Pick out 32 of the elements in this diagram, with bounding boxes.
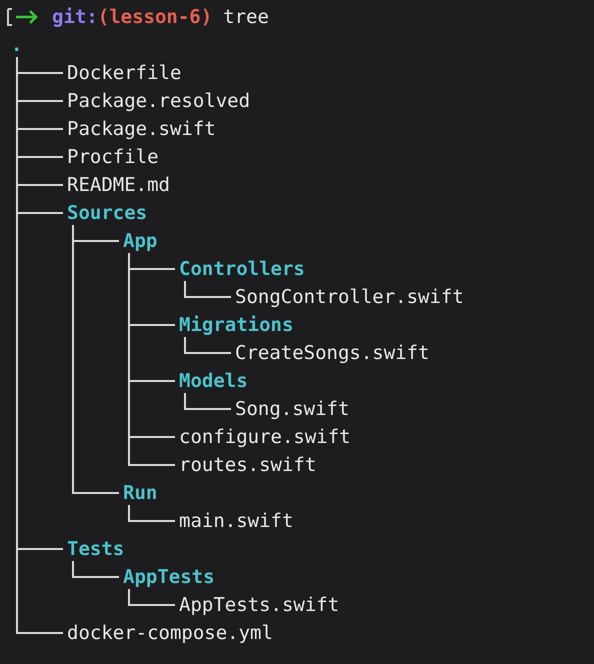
file-name: Song.swift [235, 397, 350, 421]
git-label: git: [52, 5, 98, 29]
tree-branch-line [72, 561, 119, 578]
command-text: tree [223, 5, 269, 29]
folder-name: AppTests [123, 565, 215, 589]
file-name: routes.swift [179, 453, 316, 477]
folder-name: Controllers [179, 257, 305, 281]
file-name: Package.resolved [67, 89, 250, 113]
file-name: Dockerfile [67, 61, 182, 85]
tree-branch-line [72, 225, 119, 494]
tree-branch-line [184, 281, 231, 298]
file-name: Package.swift [67, 117, 216, 141]
folder-name: Models [179, 369, 248, 393]
tree-branch-line [184, 337, 231, 354]
branch-name: (lesson-6) [98, 5, 212, 29]
root-dot: . [11, 33, 22, 57]
file-name: docker-compose.yml [67, 621, 273, 645]
file-name: SongController.swift [235, 285, 464, 309]
file-name: AppTests.swift [179, 593, 340, 617]
folder-name: Migrations [179, 313, 294, 337]
file-name: Procfile [67, 145, 159, 169]
folder-name: App [123, 229, 158, 253]
file-name: CreateSongs.swift [235, 341, 430, 365]
folder-name: Tests [67, 537, 124, 561]
tree-branch-line [128, 505, 175, 522]
folder-name: Sources [67, 201, 148, 225]
folder-name: Run [123, 481, 158, 505]
file-name: README.md [67, 173, 170, 197]
tree-branch-line [184, 393, 231, 410]
file-name: main.swift [179, 509, 294, 533]
file-name: configure.swift [179, 425, 351, 449]
tree-branch-line [128, 589, 175, 606]
